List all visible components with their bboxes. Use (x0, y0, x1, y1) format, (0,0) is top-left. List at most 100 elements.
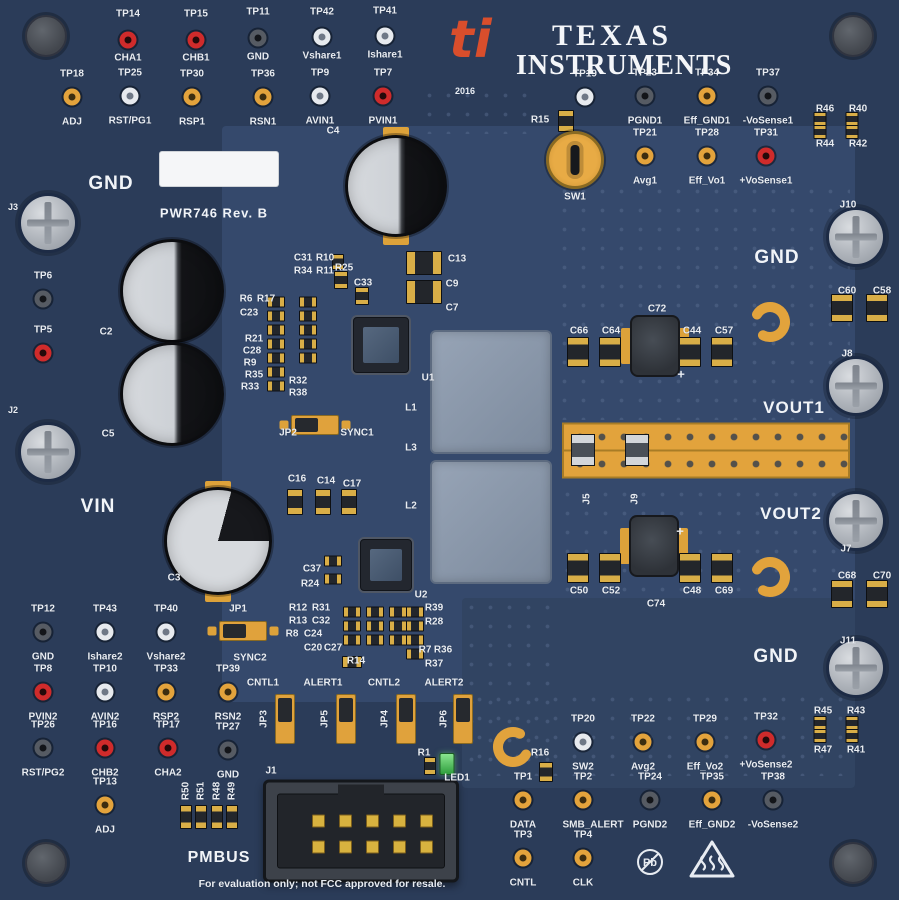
testpoint-tp11-fn-label: GND (246, 51, 270, 63)
smd-component (539, 762, 553, 782)
testpoint-tp4-id-label: TP4 (573, 829, 593, 841)
polarity-mark: + (676, 523, 684, 539)
cap-c3 (164, 487, 272, 595)
connector-pin (339, 840, 352, 854)
net-label-gnd: GND (753, 646, 799, 667)
testpoint-tp40 (157, 623, 175, 641)
connector-pin (312, 814, 325, 828)
smd-component (813, 125, 827, 139)
smd-component (332, 254, 344, 270)
silkscreen-label-led1: LED1 (444, 772, 470, 784)
silkscreen-label-j11: J11 (839, 635, 857, 647)
testpoint-tp7 (374, 87, 392, 105)
silkscreen-label-r45: R45 (813, 705, 833, 717)
net-label-pmbus: PMBUS (187, 849, 251, 866)
silkscreen-label-r48: R48 (211, 781, 223, 801)
smd-component (299, 338, 317, 350)
silkscreen-label-r11: R11 (316, 265, 334, 277)
testpoint-tp29-fn-label: Eff_Vo2 (686, 761, 724, 773)
silkscreen-label-c24: C24 (303, 628, 323, 640)
testpoint-tp27 (219, 741, 237, 759)
smd-component (267, 338, 285, 350)
testpoint-tp21 (636, 147, 654, 165)
silkscreen-label-jp1: JP1 (229, 603, 247, 615)
jumper-jp1 (219, 621, 267, 641)
ic-u1 (353, 317, 409, 373)
pb-free-icon: Pb (637, 849, 663, 875)
testpoint-tp35 (703, 791, 721, 809)
smd-component (366, 634, 384, 646)
testpoint-tp23-fn-label: PGND1 (627, 115, 663, 127)
testpoint-tp8-id-label: TP8 (33, 663, 53, 675)
testpoint-tp42 (313, 28, 331, 46)
testpoint-tp34-fn-label: Eff_GND1 (683, 115, 731, 127)
testpoint-tp10 (96, 683, 114, 701)
net-label-gnd: GND (754, 247, 800, 268)
silkscreen-label-c70: C70 (872, 570, 892, 582)
testpoint-tp30 (183, 88, 201, 106)
silkscreen-label-r41: R41 (846, 744, 866, 756)
silkscreen-label-j5: J5 (581, 493, 593, 505)
smd-component (267, 324, 285, 336)
smd-component (287, 489, 303, 515)
testpoint-tp22 (634, 733, 652, 751)
silkscreen-label-r25: R25 (334, 262, 354, 274)
testpoint-tp4 (574, 849, 592, 867)
terminal-j11-gnd (829, 641, 883, 695)
testpoint-tp9-id-label: TP9 (310, 67, 330, 79)
connector-j1-pmbus (263, 779, 459, 883)
smd-component (866, 294, 888, 322)
testpoint-tp27-fn-label: GND (216, 769, 240, 781)
testpoint-tp39-fn-label: RSN2 (214, 711, 242, 723)
testpoint-tp15 (187, 31, 205, 49)
silkscreen-label-r7: R7 (418, 644, 432, 656)
smd-component (711, 337, 733, 367)
testpoint-tp5-id-label: TP5 (33, 324, 53, 336)
smd-component (599, 553, 621, 583)
silkscreen-label-r21: R21 (244, 333, 264, 345)
silkscreen-label-jp3: JP3 (258, 710, 270, 728)
silkscreen-label-c33: C33 (353, 277, 373, 289)
silkscreen-label-jp5: JP5 (319, 710, 331, 728)
smd-component (267, 366, 285, 378)
smd-component (845, 729, 859, 743)
testpoint-tp18 (63, 88, 81, 106)
connector-pin (393, 814, 406, 828)
silkscreen-label-c66: C66 (569, 325, 589, 337)
busbar-vout2 (562, 449, 850, 479)
testpoint-tp41-fn-label: Ishare1 (367, 49, 403, 61)
smd-component (366, 620, 384, 632)
testpoint-tp18-id-label: TP18 (60, 68, 84, 80)
silkscreen-label-r42: R42 (848, 138, 868, 150)
silkscreen-label-c3: C3 (167, 572, 181, 584)
smd-component (389, 634, 407, 646)
testpoint-tp6 (34, 290, 52, 308)
solder-pad (678, 528, 688, 564)
silkscreen-label-c20: C20 (303, 642, 323, 654)
testpoint-tp21-id-label: TP21 (633, 127, 657, 139)
testpoint-tp29 (696, 733, 714, 751)
smd-component (366, 606, 384, 618)
cap-c2 (120, 239, 224, 343)
solder-pad (620, 528, 630, 564)
mounting-hole (25, 15, 67, 57)
testpoint-tp32 (757, 731, 775, 749)
testpoint-tp19 (576, 88, 594, 106)
silkscreen-label-j8: J8 (841, 348, 853, 360)
testpoint-tp16 (96, 739, 114, 757)
silkscreen-label-r17: R17 (256, 293, 276, 305)
silkscreen-label-j1: J1 (265, 765, 277, 777)
silkscreen-label-c72: C72 (647, 303, 667, 315)
smd-component (406, 634, 424, 646)
cap-c4 (345, 135, 447, 237)
wire-loop (747, 554, 793, 600)
led-led1 (439, 753, 455, 775)
silkscreen-label-c58: C58 (872, 285, 892, 297)
silkscreen-label-sw1: SW1 (564, 191, 586, 203)
jumper-jp4 (396, 694, 416, 744)
solder-pad (621, 328, 631, 364)
jumper-shunt (399, 698, 413, 722)
silkscreen-label-r14: R14 (346, 655, 366, 667)
silkscreen-label-r15: R15 (530, 114, 550, 126)
testpoint-tp2-fn-label: SMB_ALERT (562, 819, 624, 831)
